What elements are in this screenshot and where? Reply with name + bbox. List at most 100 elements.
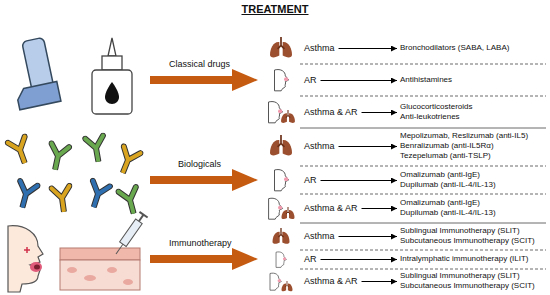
bottle-tip xyxy=(108,38,116,56)
skin-cell xyxy=(67,267,77,273)
dashed-separator xyxy=(300,64,546,65)
condition-label: AR xyxy=(302,74,319,87)
antibody-icon xyxy=(8,137,33,166)
skin-cell xyxy=(84,275,96,281)
needle xyxy=(116,244,123,254)
drop-symbol xyxy=(105,82,119,104)
node-text: Asthma & AR xyxy=(304,107,358,118)
node-text: Subcutaneous Immunotherapy (SCIT) xyxy=(400,281,535,291)
antibody-icon xyxy=(52,186,73,212)
treatment-list: Mepolizumab, Reslizumab (anti-IL5)Benral… xyxy=(398,130,530,162)
treatment-list: Sublingual Immunotherapy (SLIT)Subcutane… xyxy=(398,270,537,292)
connector-arrow xyxy=(362,112,397,113)
connector-arrow xyxy=(321,180,397,181)
node-text: Omalizumab (anti-IgE) xyxy=(400,198,496,208)
node-text: Asthma & AR xyxy=(304,203,358,214)
node-text: Asthma & AR xyxy=(304,276,358,287)
group-separator xyxy=(300,128,546,129)
skin-cell xyxy=(107,267,117,273)
face-icon xyxy=(270,273,281,290)
connector-arrow xyxy=(339,236,397,237)
face-icon xyxy=(276,252,286,267)
connector-arrow xyxy=(362,281,397,282)
skin-injection xyxy=(60,212,148,290)
face-icon xyxy=(275,170,289,191)
node-text: Dupilumab (anti-IL-4/IL-13) xyxy=(400,208,496,218)
antibody-icon xyxy=(14,181,38,209)
node-text: Asthma xyxy=(304,43,335,54)
node-text: Antihistamines xyxy=(400,75,452,85)
dashed-separator xyxy=(300,269,546,270)
category-label: Classical drugs xyxy=(169,59,230,70)
diagram-title: TREATMENT xyxy=(0,3,550,16)
lungs-icon xyxy=(282,207,295,219)
dashed-separator xyxy=(300,166,546,167)
face-profile xyxy=(8,226,43,292)
sublingual-face xyxy=(8,226,43,292)
epidermis xyxy=(60,248,140,260)
node-text: Anti-leukotrienes xyxy=(400,112,472,122)
bottle-neck xyxy=(102,56,122,70)
lungs-icon xyxy=(282,281,293,291)
plunger xyxy=(139,215,144,222)
treatment-list: Intralymphatic immunotherapy (ILIT) xyxy=(398,253,531,265)
condition-label: AR xyxy=(302,253,319,266)
condition-label: Asthma xyxy=(302,140,337,153)
connector-arrow xyxy=(321,80,397,81)
bottle-body xyxy=(92,70,132,114)
node-text: Glucocorticosteroids xyxy=(400,102,472,112)
dashed-separator xyxy=(300,96,546,97)
lungs-icon xyxy=(281,110,295,123)
treatment-list: GlucocorticosteroidsAnti-leukotrienes xyxy=(398,101,474,123)
antibody-icon xyxy=(46,143,69,170)
node-text: Asthma xyxy=(304,141,335,152)
dermis xyxy=(60,260,140,290)
lungs-icon xyxy=(273,228,290,244)
plunger-head xyxy=(139,212,147,218)
condition-label: AR xyxy=(302,174,319,187)
antibody-icon xyxy=(85,181,110,209)
group-separator xyxy=(300,223,546,224)
node-text: AR xyxy=(304,254,317,265)
mouth-opening xyxy=(34,265,40,270)
node-text: Sublingual Immunotherapy (SLIT) xyxy=(400,271,535,281)
face-icon xyxy=(269,198,283,219)
connector-arrow xyxy=(321,259,397,260)
inhaler-icon xyxy=(6,37,61,110)
condition-label: Asthma & AR xyxy=(302,106,360,119)
treatment-list: Sublingual Immunotherapy (SLIT)Subcutane… xyxy=(398,225,537,247)
dashed-separator xyxy=(300,194,546,195)
condition-label: Asthma xyxy=(302,42,337,55)
lips xyxy=(30,262,42,272)
node-text: Sublingual Immunotherapy (SLIT) xyxy=(400,226,535,236)
node-text: Subcutaneous Immunotherapy (SCIT) xyxy=(400,236,535,246)
syringe-barrel xyxy=(120,219,143,247)
node-text: Bronchodilators (SABA, LABA) xyxy=(400,43,509,53)
treatment-list: Omalizumab (anti-IgE)Dupilumab (anti-IL-… xyxy=(398,197,498,219)
node-text: Benralizumab (anti-IL5Rα) xyxy=(400,141,528,151)
treatment-list: Omalizumab (anti-IgE)Dupilumab (anti-IL-… xyxy=(398,169,498,191)
condition-label: Asthma & AR xyxy=(302,202,360,215)
inhaler-mouthpiece xyxy=(16,82,61,110)
face-icon xyxy=(275,70,289,91)
syringe xyxy=(112,212,148,257)
category-arrow xyxy=(150,169,258,191)
category-label: Biologicals xyxy=(178,159,221,170)
lungs-icon xyxy=(270,135,292,155)
connector-arrow xyxy=(339,146,397,147)
category-arrow xyxy=(150,69,258,91)
category-arrow xyxy=(150,248,258,270)
connector-arrow xyxy=(339,48,397,49)
condition-label: Asthma & AR xyxy=(302,275,360,288)
node-text: Mepolizumab, Reslizumab (anti-IL5) xyxy=(400,131,528,141)
connector-arrow xyxy=(362,208,397,209)
node-text: Omalizumab (anti-IgE) xyxy=(400,170,496,180)
antibody-icon xyxy=(85,136,107,163)
node-text: AR xyxy=(304,75,317,86)
node-text: AR xyxy=(304,175,317,186)
face-icon xyxy=(269,102,283,123)
antibody-icon xyxy=(115,146,141,175)
node-text: Tezepelumab (anti-TSLP) xyxy=(400,151,528,161)
lungs-icon xyxy=(270,37,292,57)
node-text: Intralymphatic immunotherapy (ILIT) xyxy=(400,254,529,264)
